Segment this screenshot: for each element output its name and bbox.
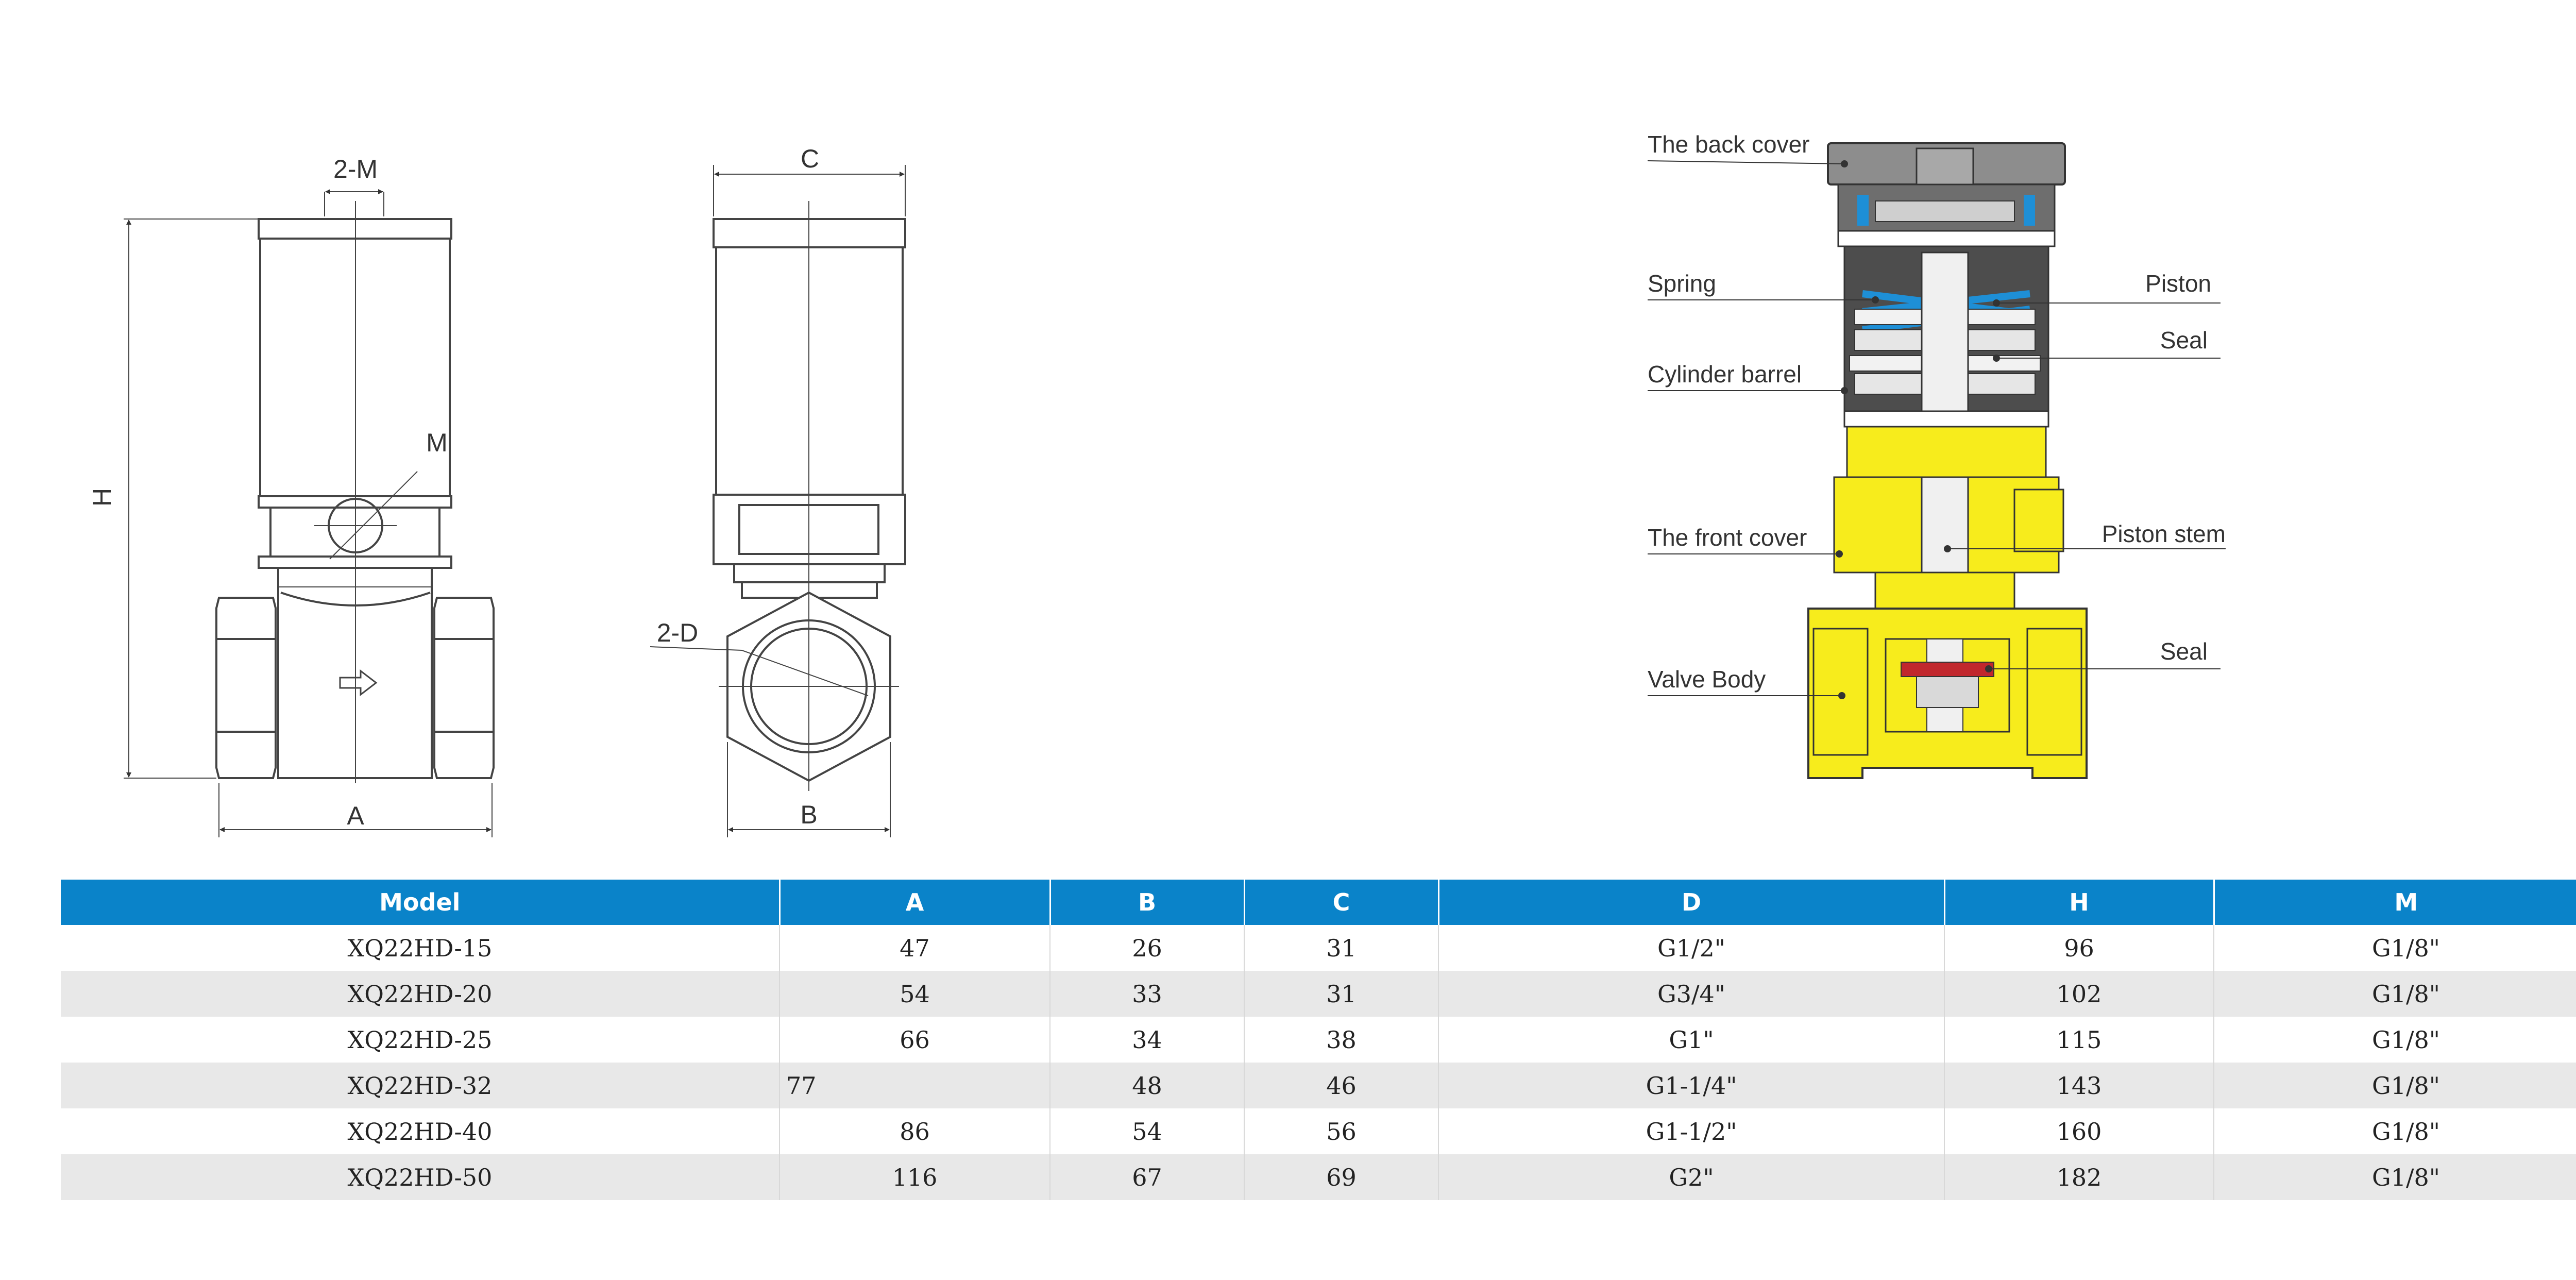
cell-m: G1/8" bbox=[2214, 1154, 2576, 1200]
dim-a-label: A bbox=[347, 801, 364, 830]
col-header-b: B bbox=[1050, 880, 1245, 925]
cell-c: 38 bbox=[1244, 1017, 1439, 1063]
label-valve-body: Valve Body bbox=[1648, 666, 1766, 693]
cell-b: 48 bbox=[1050, 1063, 1245, 1108]
cell-a: 47 bbox=[779, 925, 1050, 971]
cell-c: 31 bbox=[1244, 971, 1439, 1017]
cell-c: 69 bbox=[1244, 1154, 1439, 1200]
label-piston: Piston bbox=[2145, 270, 2211, 297]
table-row: XQ22HD-15 47 26 31 G1/2" 96 G1/8" bbox=[61, 925, 2576, 971]
table-row: XQ22HD-50 116 67 69 G2" 182 G1/8" bbox=[61, 1154, 2576, 1200]
col-header-h: H bbox=[1944, 880, 2215, 925]
cell-h: 102 bbox=[1944, 971, 2214, 1017]
cell-b: 54 bbox=[1050, 1108, 1245, 1154]
cell-d: G1/2" bbox=[1438, 925, 1945, 971]
dim-2m-label: 2-M bbox=[333, 155, 378, 183]
cell-d: G1" bbox=[1438, 1017, 1945, 1063]
cell-b: 33 bbox=[1050, 971, 1245, 1017]
section-leaders bbox=[1647, 160, 2226, 699]
cell-m: G1/8" bbox=[2214, 1017, 2576, 1063]
col-header-a: A bbox=[779, 880, 1051, 925]
cell-a: 86 bbox=[779, 1108, 1050, 1154]
cell-c: 56 bbox=[1244, 1108, 1439, 1154]
dim-2d-label: 2-D bbox=[657, 618, 699, 647]
table-row: XQ22HD-40 86 54 56 G1-1/2" 160 G1/8" bbox=[61, 1108, 2576, 1154]
label-seal-lower: Seal bbox=[2160, 638, 2208, 665]
dim-m-label: M bbox=[426, 428, 448, 457]
table-row: XQ22HD-32 77 48 46 G1-1/4" 143 G1/8" bbox=[61, 1063, 2576, 1108]
label-cylinder-barrel: Cylinder barrel bbox=[1648, 361, 1802, 388]
col-header-m: M bbox=[2214, 880, 2576, 925]
cell-model: XQ22HD-40 bbox=[61, 1108, 780, 1154]
side-view bbox=[650, 165, 906, 837]
valve-drawing: 2-M H M A C 2-D B bbox=[88, 131, 2226, 837]
cell-model: XQ22HD-50 bbox=[61, 1154, 780, 1200]
cell-h: 96 bbox=[1944, 925, 2214, 971]
cell-b: 67 bbox=[1050, 1154, 1245, 1200]
dim-b-label: B bbox=[800, 800, 817, 829]
table-row: XQ22HD-25 66 34 38 G1" 115 G1/8" bbox=[61, 1017, 2576, 1063]
cell-model: XQ22HD-32 bbox=[61, 1063, 780, 1108]
label-piston-stem: Piston stem bbox=[2102, 520, 2226, 547]
cell-a: 66 bbox=[779, 1017, 1050, 1063]
cell-a: 116 bbox=[779, 1154, 1050, 1200]
cell-m: G1/8" bbox=[2214, 1108, 2576, 1154]
col-header-c: C bbox=[1244, 880, 1439, 925]
table-header-row: Model A B C D H M bbox=[61, 880, 2576, 925]
cell-c: 46 bbox=[1244, 1063, 1439, 1108]
cell-d: G1-1/4" bbox=[1438, 1063, 1945, 1108]
cell-model: XQ22HD-15 bbox=[61, 925, 780, 971]
cell-b: 34 bbox=[1050, 1017, 1245, 1063]
cell-m: G1/8" bbox=[2214, 1063, 2576, 1108]
dim-c-label: C bbox=[801, 144, 819, 173]
cell-h: 182 bbox=[1944, 1154, 2214, 1200]
cell-h: 115 bbox=[1944, 1017, 2214, 1063]
cell-model: XQ22HD-20 bbox=[61, 971, 780, 1017]
dim-h-label: H bbox=[88, 488, 116, 507]
cell-h: 143 bbox=[1944, 1063, 2214, 1108]
label-spring: Spring bbox=[1648, 270, 1716, 297]
cell-c: 31 bbox=[1244, 925, 1439, 971]
cell-d: G3/4" bbox=[1438, 971, 1945, 1017]
cell-b: 26 bbox=[1050, 925, 1245, 971]
label-seal-upper: Seal bbox=[2160, 327, 2208, 353]
section-view bbox=[1807, 142, 2088, 779]
label-back-cover: The back cover bbox=[1648, 131, 1809, 158]
cell-d: G2" bbox=[1438, 1154, 1945, 1200]
cell-d: G1-1/2" bbox=[1438, 1108, 1945, 1154]
cell-m: G1/8" bbox=[2214, 971, 2576, 1017]
label-front-cover: The front cover bbox=[1648, 524, 1807, 551]
col-header-d: D bbox=[1438, 880, 1945, 925]
cell-model: XQ22HD-25 bbox=[61, 1017, 780, 1063]
table-row: XQ22HD-20 54 33 31 G3/4" 102 G1/8" bbox=[61, 971, 2576, 1017]
cell-m: G1/8" bbox=[2214, 925, 2576, 971]
spec-table: Model A B C D H M XQ22HD-15 47 26 31 G1/… bbox=[61, 880, 2576, 1200]
cell-h: 160 bbox=[1944, 1108, 2214, 1154]
cell-a: 54 bbox=[779, 971, 1050, 1017]
cell-a: 77 bbox=[779, 1063, 1050, 1108]
col-header-model: Model bbox=[61, 880, 781, 925]
front-view bbox=[124, 189, 495, 837]
